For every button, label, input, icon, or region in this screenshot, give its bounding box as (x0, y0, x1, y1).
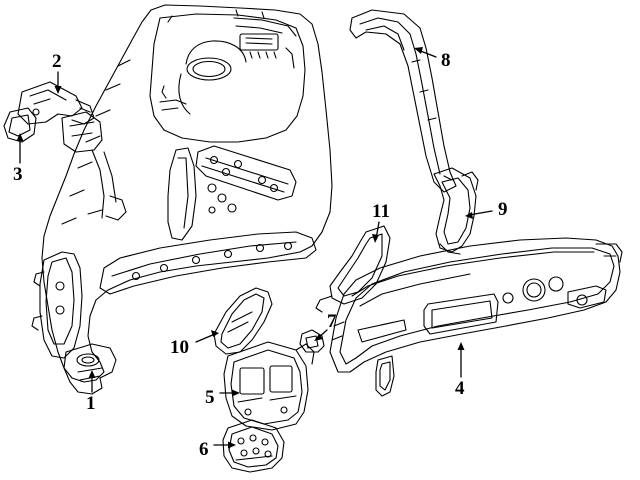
part-11-inner-apron-brace (315, 225, 391, 313)
callout-2: 2 (52, 51, 62, 72)
part-8-upper-rail-extension (349, 9, 457, 193)
part-5-apron-reinforcement-panel (223, 341, 315, 431)
part-2-upper-mounting-bracket (17, 81, 95, 125)
part-6-perforated-gusset-plate (222, 419, 285, 473)
part-3-small-bracket-plate (3, 107, 37, 143)
callout-5: 5 (205, 387, 215, 408)
callout-8: 8 (441, 50, 451, 71)
part-10-lower-stiffener-bracket (213, 287, 273, 355)
part-4-radiator-support-crossmember (329, 237, 623, 397)
callout-4: 4 (455, 378, 465, 399)
callout-3: 3 (13, 164, 23, 185)
callout-11: 11 (372, 201, 390, 222)
callout-10: 10 (170, 337, 189, 358)
part-9-apron-side-reinforcement (433, 167, 479, 255)
part-7-small-clip-bracket (299, 329, 325, 353)
leader-lines (16, 47, 493, 449)
callout-9: 9 (498, 199, 508, 220)
fender-apron-assembly (31, 4, 333, 395)
callout-6: 6 (199, 439, 209, 460)
callout-1: 1 (86, 393, 96, 414)
callout-7: 7 (327, 311, 337, 332)
